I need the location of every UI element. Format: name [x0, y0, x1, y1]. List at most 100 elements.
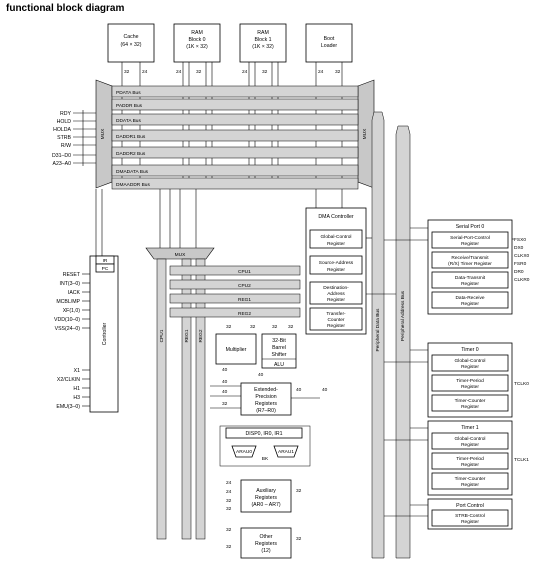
w-label: 40	[296, 387, 302, 393]
other-label: (12)	[261, 548, 270, 554]
ext-label: (R7–R0)	[256, 408, 276, 414]
t0-gc-label: Global-Control	[455, 358, 486, 364]
pin-x1: X1	[74, 368, 80, 374]
periph-addr-bus	[395, 125, 411, 559]
reg1-vertical-bus	[181, 258, 192, 540]
pin-int: INT(3–0)	[60, 281, 81, 287]
w-label: 32	[226, 527, 232, 533]
shifter-label: 32-Bit	[272, 338, 286, 344]
diagram-title: functional block diagram	[6, 3, 124, 14]
sp-ctrl-label: Register	[461, 241, 479, 247]
dma-controller: DMA Controller Global-Control Register S…	[305, 189, 367, 335]
ram0-block: Block 0	[188, 37, 205, 43]
cache-block: Cache (64 × 32)	[107, 23, 155, 63]
peripheral-links	[366, 227, 514, 517]
w-label: 32	[272, 324, 278, 330]
extended-precision-registers: Extended- Precision Registers (R7–R0) 40…	[210, 379, 328, 416]
dma-da-label: Destination-	[323, 285, 349, 291]
pin-fsr0: FSR0	[514, 261, 527, 267]
external-bus-signals: RDY HOLD HOLDA STRB R/W D31–D0 A23–A0	[52, 110, 96, 167]
dmadata-bus	[111, 164, 359, 177]
pin-iack: IACK	[68, 290, 81, 296]
pin-fsx0: FSX0	[514, 237, 526, 243]
reg1-label: REG1	[238, 297, 251, 303]
peripheral-buses: Peripheral Data Bus Peripheral Address B…	[371, 111, 411, 559]
w-label: 32	[124, 69, 130, 75]
sp-ctrl-label: Serial-Port-Control	[450, 235, 490, 241]
signal-strb: STRB	[57, 135, 71, 141]
bus-label: PADDR Bus	[116, 103, 143, 109]
t1-gc-label: Global-Control	[455, 436, 486, 442]
w-label: 32	[226, 324, 232, 330]
arau1	[273, 445, 299, 458]
t0-tc-label: Timer-Counter	[455, 398, 486, 404]
disp-register	[225, 427, 303, 439]
pc-register	[95, 263, 115, 273]
pin-h1: H1	[73, 386, 80, 392]
t0-gc-label: Register	[461, 364, 479, 370]
ddata-bus	[111, 113, 359, 126]
ram-block-1: RAM Block 1 (1K × 32)	[239, 23, 287, 63]
controller-block: IR PC Controller	[89, 189, 119, 413]
left-mux-label: MUX	[100, 128, 106, 139]
sp-rx-label: Register	[461, 301, 479, 307]
pc-label: PC	[102, 266, 109, 272]
bus-label: PDATA Bus	[116, 90, 141, 96]
boot-label: Boot	[324, 36, 335, 42]
dma-tc-label: Transfer-	[326, 311, 346, 317]
port-control: Port Control STRB-Control Register	[427, 498, 513, 530]
pin-tclk1: TCLK1	[514, 457, 529, 463]
w-label: 32	[288, 324, 294, 330]
pin-x2clkin: X2/CLKIN	[57, 377, 80, 383]
signal-holda: HOLDA	[53, 127, 71, 133]
ext-label: Precision	[255, 394, 276, 400]
boot-loader-block: Boot Loader	[305, 23, 353, 63]
w-label: 24	[176, 69, 182, 75]
cpu2-label: CPU2	[238, 283, 251, 289]
w-label: 32	[226, 498, 232, 504]
t0-tc-label: Register	[461, 404, 479, 410]
arau1-label: ARAU1	[278, 449, 294, 455]
multiplier-block: Multiplier	[215, 333, 257, 365]
t1-tp-label: Register	[461, 462, 479, 468]
pin-reset: RESET	[63, 272, 81, 278]
pin-mcbl: MCBL/MP	[56, 299, 80, 305]
w-label: 24	[318, 69, 324, 75]
timer1-title: Timer 1	[461, 425, 479, 431]
cache-label: Cache	[124, 34, 139, 40]
w-label: 32	[296, 488, 302, 494]
dma-sa-label: Source-Address	[319, 260, 354, 266]
reg2-bus	[169, 307, 301, 318]
reg1-bus	[169, 293, 301, 304]
daddr1-bus	[111, 129, 359, 142]
t1-tc-label: Timer-Counter	[455, 476, 486, 482]
sp-timer-label: Receive/Transmit	[451, 255, 489, 261]
cpu-vertical-buses: CPU1 REG1 REG2	[156, 258, 206, 540]
periph-data-bus	[371, 111, 385, 559]
other-label: Other	[260, 534, 273, 540]
sp-tx-label: Data-Transmit	[455, 275, 486, 281]
cpu1-vert-label: CPU1	[159, 329, 165, 342]
dma-da-label: Register	[327, 297, 345, 303]
timer-0: Timer 0 Global-Control Register Timer-Pe…	[427, 342, 529, 418]
w-label: 24	[226, 489, 232, 495]
shifter-label: Barrel	[272, 345, 286, 351]
cpu-mux-label: MUX	[175, 252, 186, 258]
memory-width-labels: 32 24 24 32 24 32 24 32	[124, 69, 341, 75]
arau0-label: ARAU0	[236, 449, 252, 455]
reg1-vert-label: REG1	[184, 329, 190, 342]
loader-label: Loader	[321, 43, 337, 49]
bus-label: DADDR1 Bus	[116, 134, 146, 140]
t0-tp-label: Timer-Period	[456, 378, 484, 384]
w-label: 40	[222, 379, 228, 385]
strb-ctrl-label: STRB-Control	[455, 513, 485, 519]
periph-addr-label: Peripheral Address Bus	[400, 290, 406, 341]
aux-label: Auxiliary	[256, 488, 276, 494]
shifter-label: Shifter	[272, 352, 287, 358]
controller-label: Controller	[102, 322, 108, 345]
aux-label: (AR0 – AR7)	[251, 502, 280, 508]
t0-tp-label: Register	[461, 384, 479, 390]
sp-timer-label: (R/X) Timer Register	[448, 261, 492, 267]
signal-addr: A23–A0	[53, 161, 72, 167]
pin-clkx0: CLKX0	[514, 253, 530, 259]
